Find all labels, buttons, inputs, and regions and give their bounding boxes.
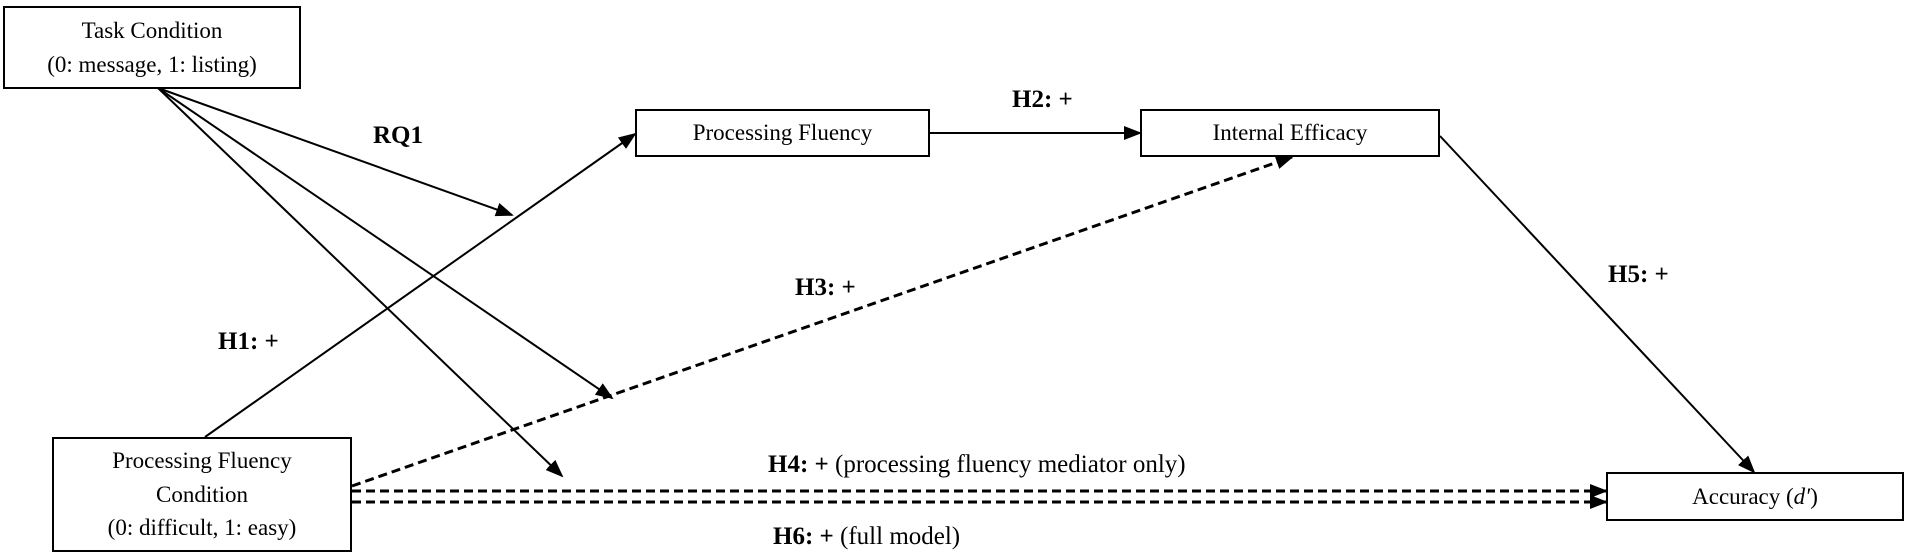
label-rq1: RQ1 [373,122,423,149]
node-pf-condition: Processing Fluency Condition (0: difficu… [52,437,352,552]
accuracy-prefix: Accuracy ( [1692,483,1794,509]
label-h4-note: (processing fluency mediator only) [828,451,1186,478]
processing-fluency-label: Processing Fluency [692,120,873,146]
arrow-task-to-h1-path [157,87,514,217]
label-h6: H6: + (full model) [773,524,960,549]
label-h6-note: (full model) [833,523,961,550]
label-h5: H5: + [1608,261,1669,288]
pf-condition-line3: (0: difficult, 1: easy) [107,515,297,541]
internal-efficacy-label: Internal Efficacy [1212,120,1368,146]
accuracy-suffix: ) [1810,483,1818,509]
task-condition-line1: Task Condition [81,18,223,44]
label-h2: H2: + [1012,86,1073,113]
label-h4: H4: + (processing fluency mediator only) [768,452,1186,477]
label-h4-code: H4: + [768,451,829,478]
accuracy-label: Accuracy (d′) [1692,480,1818,513]
node-task-condition: Task Condition (0: message, 1: listing) [3,6,301,89]
arrow-h3 [351,155,1294,488]
label-h1: H1: + [218,328,279,355]
arrow-h5 [1439,135,1756,474]
task-condition-line2: (0: message, 1: listing) [47,51,257,77]
node-processing-fluency: Processing Fluency [635,109,930,157]
arrow-task-to-h4-path [157,87,564,478]
arrow-h1 [204,132,637,438]
node-internal-efficacy: Internal Efficacy [1140,109,1440,157]
label-h6-code: H6: + [773,523,834,550]
pf-condition-line2: Condition [155,481,248,507]
accuracy-d-prime: d′ [1793,483,1811,509]
label-h3: H3: + [795,274,856,301]
pf-condition-line1: Processing Fluency [112,448,292,474]
arrow-task-to-h3-path [157,87,614,400]
node-accuracy: Accuracy (d′) [1606,472,1904,521]
